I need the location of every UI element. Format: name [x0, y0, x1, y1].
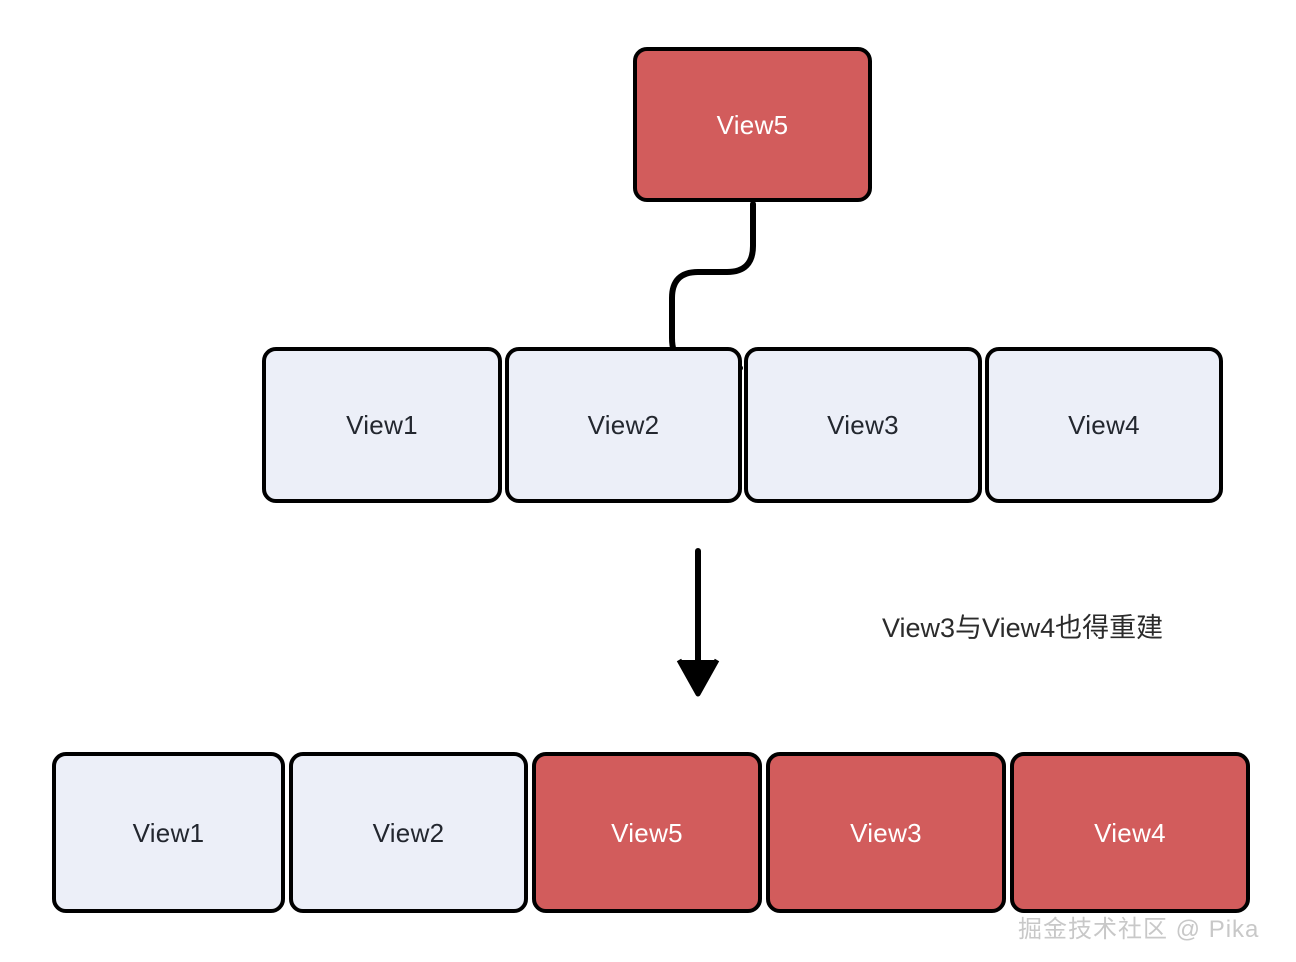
node-before-view2[interactable]: View2: [505, 347, 742, 503]
node-after-view5[interactable]: View5: [532, 752, 762, 913]
watermark: 掘金技术社区 @ Pika: [1018, 916, 1260, 943]
node-after-view2[interactable]: View2: [289, 752, 528, 913]
node-after-view4[interactable]: View4: [1010, 752, 1250, 913]
node-before-view4[interactable]: View4: [985, 347, 1223, 503]
node-label: View3: [850, 817, 922, 848]
node-label: View2: [372, 817, 445, 848]
node-view5-source[interactable]: View5: [633, 47, 872, 202]
node-label: View4: [1068, 410, 1140, 440]
node-label: View2: [587, 410, 660, 440]
node-label: View5: [611, 817, 683, 848]
node-after-view3[interactable]: View3: [766, 752, 1006, 913]
node-before-view1[interactable]: View1: [262, 347, 502, 503]
node-before-view3[interactable]: View3: [744, 347, 982, 503]
node-label: View3: [827, 410, 899, 440]
node-label: View1: [346, 410, 418, 440]
node-label: View4: [1094, 817, 1166, 848]
node-after-view1[interactable]: View1: [52, 752, 285, 913]
insert-edge-path: [669, 201, 756, 371]
annotation-rebuild-note: View3与View4也得重建: [882, 613, 1164, 643]
node-label: View1: [132, 817, 205, 848]
transform-edge-arrowhead: [676, 658, 720, 697]
node-label: View5: [716, 109, 789, 140]
